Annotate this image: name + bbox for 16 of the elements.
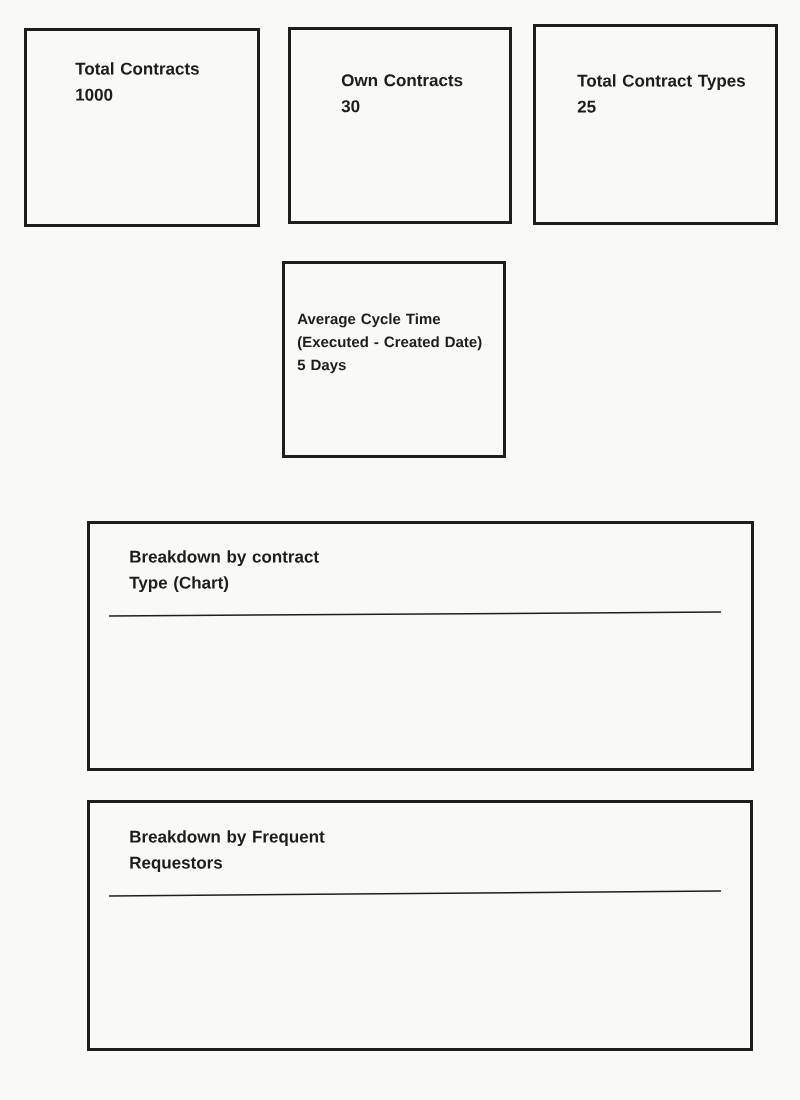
panel-title: Breakdown by Frequent Requestors xyxy=(130,830,325,873)
metric-card xyxy=(533,24,778,225)
metric-card xyxy=(282,261,506,458)
metric-card xyxy=(24,28,260,227)
card-value: 25 xyxy=(577,100,596,113)
card-value: 30 xyxy=(341,100,360,113)
card-title: Total Contract Types xyxy=(577,74,745,91)
card-value: 1000 xyxy=(76,88,113,101)
card-title: Own Contracts xyxy=(341,74,463,87)
card-value: 5 Days xyxy=(297,359,346,374)
card-title: Total Contracts xyxy=(75,62,199,75)
card-title: Average Cycle Time (Executed - Created Date) xyxy=(297,313,482,351)
section-panel xyxy=(87,521,754,771)
section-panel xyxy=(87,800,753,1051)
metric-card xyxy=(288,27,512,224)
panel-title: Breakdown by contract Type (Chart) xyxy=(129,550,319,593)
